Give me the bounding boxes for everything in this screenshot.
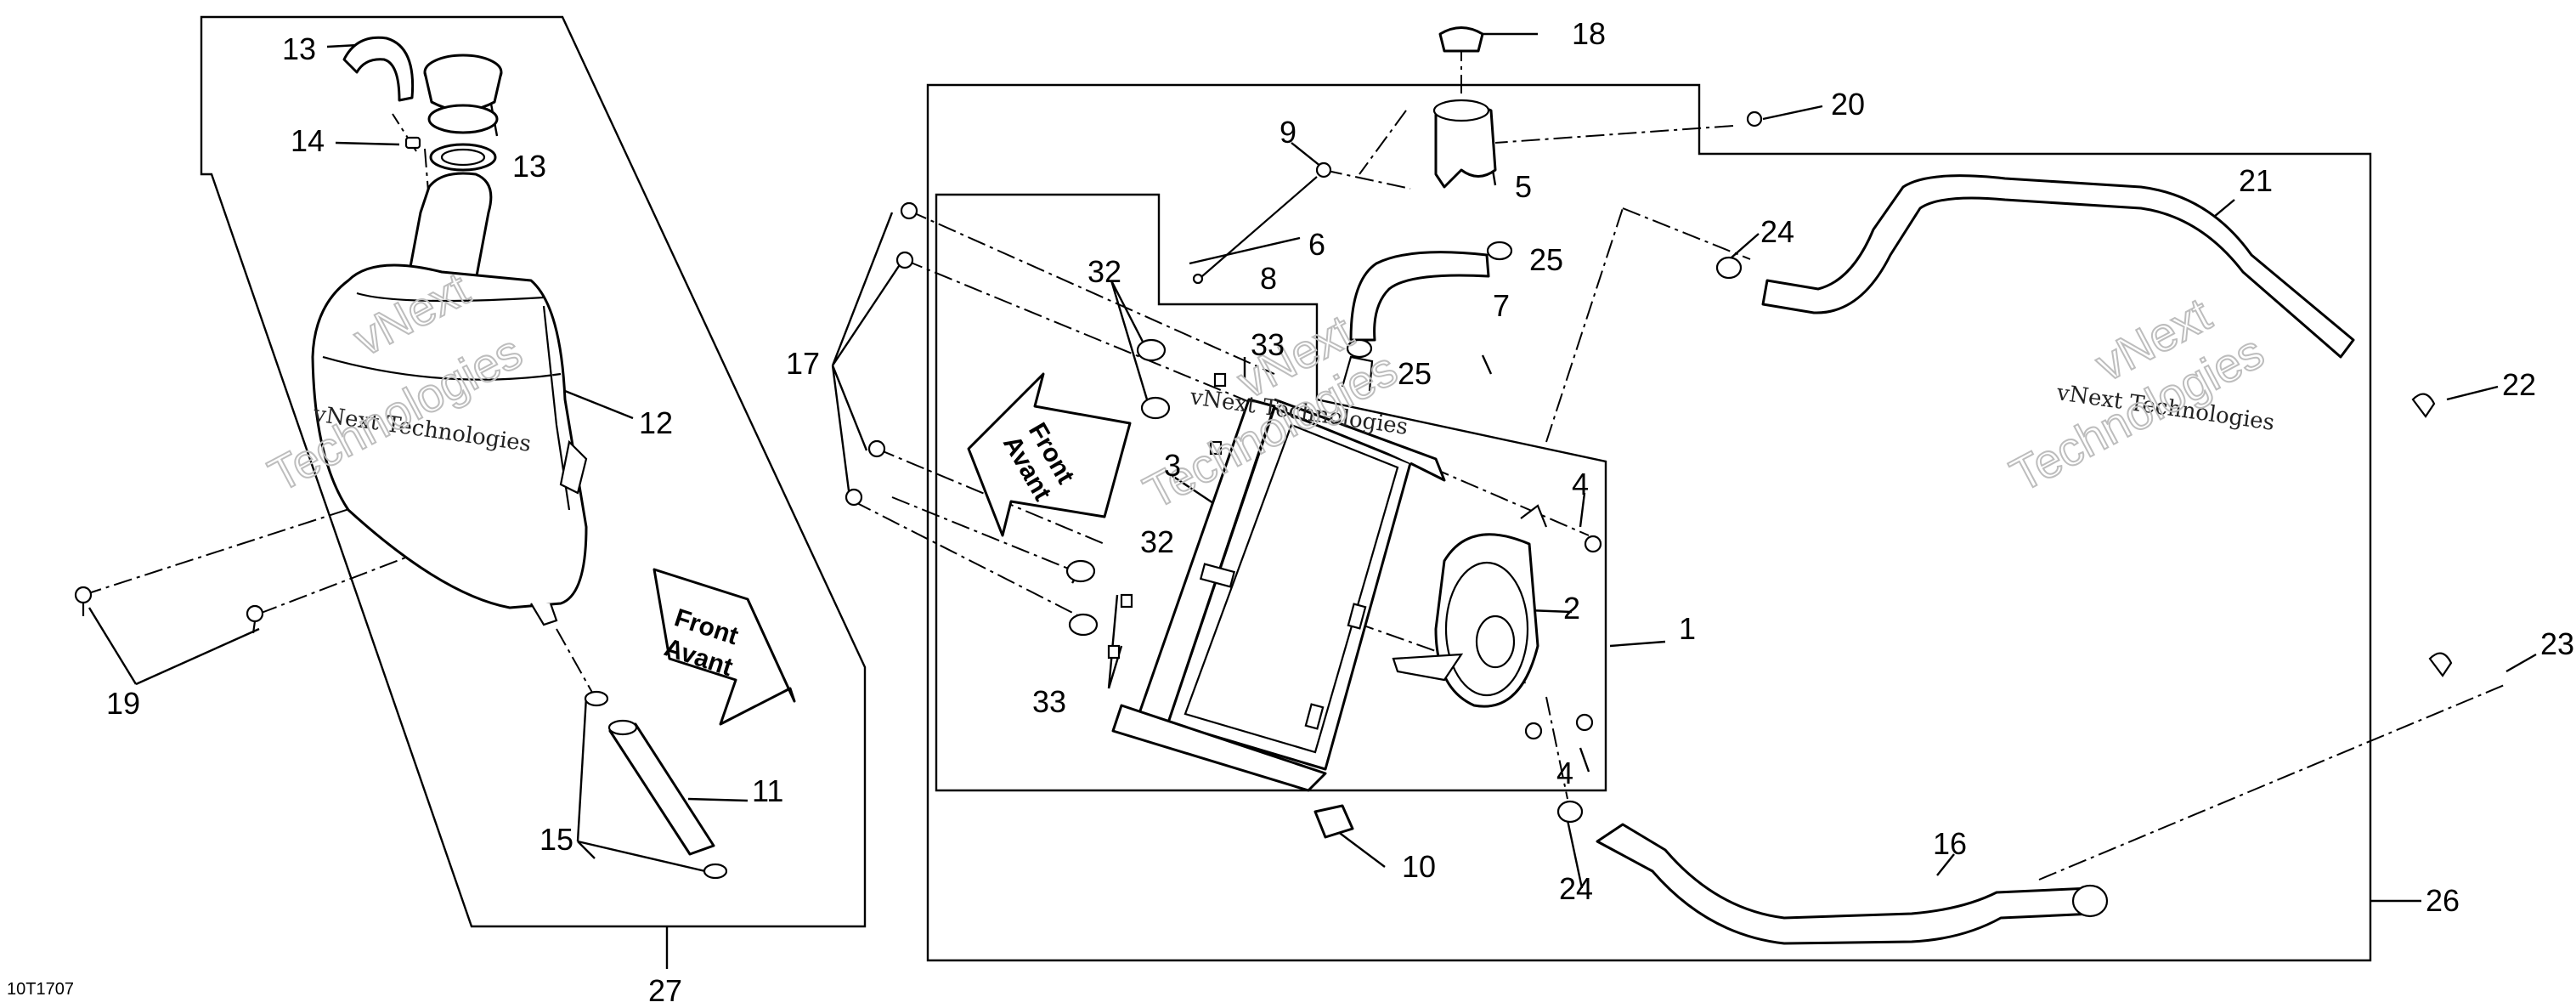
callout-11: 16 bbox=[1933, 826, 1967, 861]
direction-labels: Front Avant Front Avant bbox=[661, 418, 1080, 682]
callout-4a: 4 bbox=[1572, 467, 1589, 501]
callout-25a: 25 bbox=[1529, 242, 1563, 277]
tank-cap-part bbox=[423, 54, 503, 172]
callout-21: 17 bbox=[786, 346, 820, 381]
callout-4b: 4 bbox=[1556, 756, 1573, 790]
callout-33a: 33 bbox=[1251, 327, 1285, 362]
callout-32b: 32 bbox=[1140, 524, 1174, 559]
callout-16: 13 bbox=[512, 149, 546, 184]
callout-17: 13 bbox=[282, 31, 316, 66]
coolant-tank-group bbox=[74, 36, 796, 880]
callout-9: 9 bbox=[1280, 115, 1296, 150]
callout-25b: 25 bbox=[1398, 356, 1432, 391]
callout-18: 14 bbox=[291, 123, 325, 158]
callout-8: 8 bbox=[1260, 261, 1277, 296]
callout-10: 21 bbox=[2239, 163, 2273, 198]
radiator-assembly-frame bbox=[926, 83, 2372, 962]
upper-hose-part bbox=[1349, 251, 1490, 342]
screw-part bbox=[74, 586, 264, 634]
front-arrow-tank bbox=[652, 568, 796, 726]
callout-33b: 33 bbox=[1032, 684, 1066, 719]
callout-5: 5 bbox=[1515, 169, 1532, 204]
callout-19: 15 bbox=[539, 822, 573, 857]
callout-13a: 24 bbox=[1760, 214, 1794, 249]
callout-23: 19 bbox=[106, 686, 140, 721]
coolant-reservoir-part bbox=[311, 263, 588, 609]
long-upper-hose-part bbox=[1761, 174, 2355, 359]
callout-22: 20 bbox=[1831, 87, 1865, 122]
callout-1: 1 bbox=[1679, 611, 1696, 646]
drain-plug-part bbox=[1313, 804, 1354, 839]
callout-32a: 32 bbox=[1087, 254, 1121, 289]
fan-part bbox=[1392, 504, 1548, 708]
front-arrow-radiator bbox=[967, 372, 1132, 537]
callout-15: 11 bbox=[752, 773, 783, 808]
callout-14: 12 bbox=[639, 405, 673, 440]
callout-6: 6 bbox=[1308, 227, 1325, 262]
clamp-part bbox=[404, 136, 421, 150]
lower-hose-part bbox=[1596, 823, 2096, 945]
radiator-subframe bbox=[935, 193, 1607, 792]
callout-13b: 24 bbox=[1559, 871, 1593, 906]
tank-assembly-frame bbox=[200, 15, 867, 928]
drain-hose-part bbox=[608, 722, 715, 856]
callout-3: 3 bbox=[1164, 448, 1181, 483]
callout-12: 10 bbox=[1402, 849, 1436, 884]
vent-hose-part bbox=[342, 36, 415, 102]
radiator-cap-part bbox=[1438, 26, 1484, 53]
rod-part bbox=[1201, 176, 1318, 277]
callout-26: 26 bbox=[2426, 883, 2460, 918]
callout-27: 27 bbox=[648, 973, 682, 1008]
figure-reference: 10T1707 bbox=[7, 980, 74, 999]
callout-labels: 13 14 13 12 11 15 19 27 17 32 33 3 32 33… bbox=[7, 16, 2574, 1008]
frame-group bbox=[200, 15, 2372, 962]
callout-2: 2 bbox=[1563, 591, 1580, 626]
radiator-group bbox=[845, 26, 2453, 945]
callout-24b: 23 bbox=[2540, 626, 2574, 661]
callout-24a: 22 bbox=[2502, 367, 2536, 402]
callout-7: 7 bbox=[1493, 288, 1510, 323]
callout-20: 18 bbox=[1572, 16, 1606, 51]
